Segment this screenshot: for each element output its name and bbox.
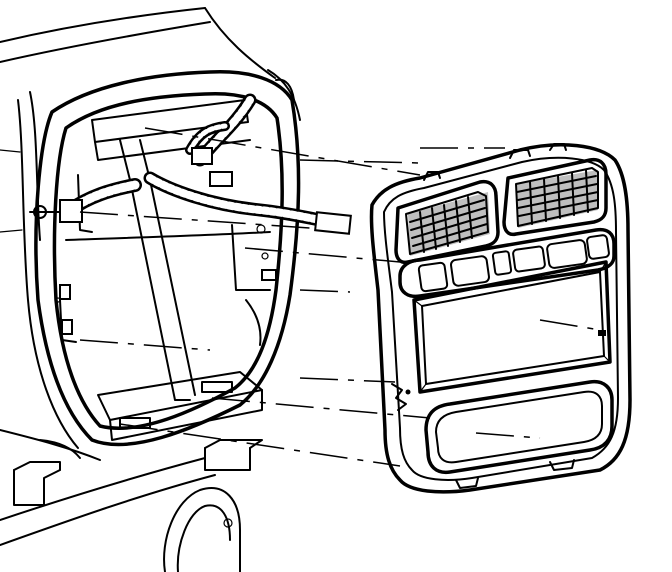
alignment-lines (79, 127, 601, 467)
wiring-harness (29, 93, 352, 235)
right-vent (502, 157, 608, 237)
control-strip (398, 227, 616, 299)
dash-interior (55, 99, 277, 441)
radio-opening (412, 260, 612, 394)
lower-opening (424, 379, 614, 475)
left-vent (394, 179, 500, 265)
dash-opening-frame (13, 69, 301, 506)
radio-bezel (369, 143, 632, 494)
dashboard-contour (0, 7, 276, 572)
